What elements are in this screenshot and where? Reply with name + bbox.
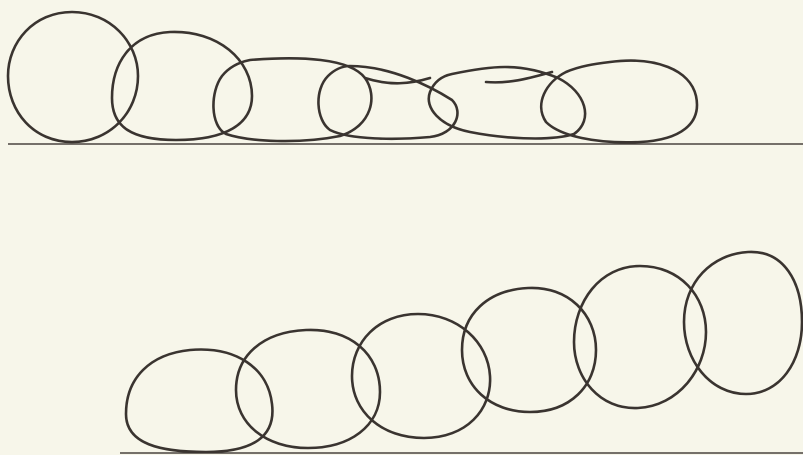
bottom-panel — [120, 252, 803, 453]
bottom-loop-6 — [684, 252, 802, 394]
top-loop-6 — [541, 61, 697, 143]
bottom-loop-1 — [126, 350, 272, 452]
top-bridge-2 — [486, 72, 552, 82]
top-loop-5 — [429, 67, 585, 138]
bottom-loop-3 — [352, 314, 490, 438]
top-loop-3 — [213, 58, 371, 141]
top-panel — [8, 12, 803, 144]
top-loop-4 — [318, 66, 457, 139]
